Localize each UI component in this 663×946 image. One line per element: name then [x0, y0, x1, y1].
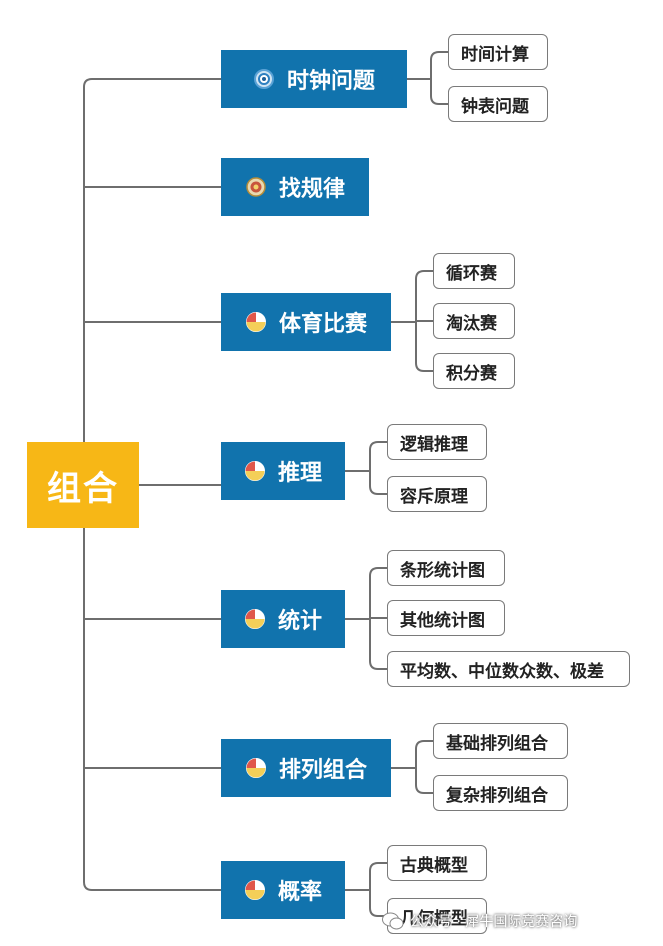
connector-line — [415, 740, 433, 794]
leaf-node[interactable]: 容斥原理 — [387, 476, 487, 512]
topic-node[interactable]: 体育比赛 — [221, 293, 391, 351]
topic-label: 概率 — [277, 880, 322, 905]
pie-chart-icon — [244, 880, 265, 900]
leaf-node[interactable]: 几何概型 — [387, 898, 487, 934]
leaf-node[interactable]: 淘汰赛 — [433, 303, 515, 339]
connector-line — [369, 862, 387, 917]
badge-icon — [246, 177, 266, 197]
pie-chart-icon — [245, 312, 266, 332]
leaf-node[interactable]: 钟表问题 — [448, 86, 548, 122]
leaf-node[interactable]: 基础排列组合 — [433, 723, 568, 759]
topic-node[interactable]: 概率 — [221, 861, 345, 919]
topic-node[interactable]: 排列组合 — [221, 739, 391, 797]
leaf-node[interactable]: 条形统计图 — [387, 550, 505, 586]
leaf-node[interactable]: 复杂排列组合 — [433, 775, 568, 811]
leaf-node[interactable]: 古典概型 — [387, 845, 487, 881]
watermark-text: 公众号 · 犀牛国际竞赛咨询 — [410, 914, 578, 930]
target-icon — [253, 69, 274, 89]
topic-node[interactable]: 统计 — [221, 590, 345, 648]
wechat-icon — [382, 912, 404, 930]
pie-chart-icon — [244, 609, 265, 629]
connector-line — [83, 78, 221, 88]
connector-line — [369, 441, 387, 495]
connector-line — [430, 51, 448, 105]
topic-label: 推理 — [277, 461, 322, 486]
topic-node[interactable]: 推理 — [221, 442, 345, 500]
watermark: 公众号 · 犀牛国际竞赛咨询 — [382, 906, 577, 936]
topic-label: 时钟问题 — [286, 69, 375, 94]
topic-label: 排列组合 — [278, 758, 367, 783]
topic-node[interactable]: 找规律 — [221, 158, 369, 216]
topic-label: 统计 — [277, 609, 322, 634]
leaf-node[interactable]: 平均数、中位数众数、极差 — [387, 651, 630, 687]
leaf-node[interactable]: 逻辑推理 — [387, 424, 487, 460]
pie-chart-icon — [245, 758, 266, 778]
leaf-node[interactable]: 循环赛 — [433, 253, 515, 289]
leaf-node[interactable]: 其他统计图 — [387, 600, 505, 636]
pie-chart-icon — [244, 461, 265, 481]
topic-node[interactable]: 时钟问题 — [221, 50, 407, 108]
connector-line — [83, 881, 221, 891]
topic-label: 找规律 — [278, 177, 345, 202]
leaf-node[interactable]: 时间计算 — [448, 34, 548, 70]
root-node[interactable]: 组合 — [27, 442, 139, 528]
topic-label: 体育比赛 — [278, 312, 367, 337]
leaf-node[interactable]: 积分赛 — [433, 353, 515, 389]
